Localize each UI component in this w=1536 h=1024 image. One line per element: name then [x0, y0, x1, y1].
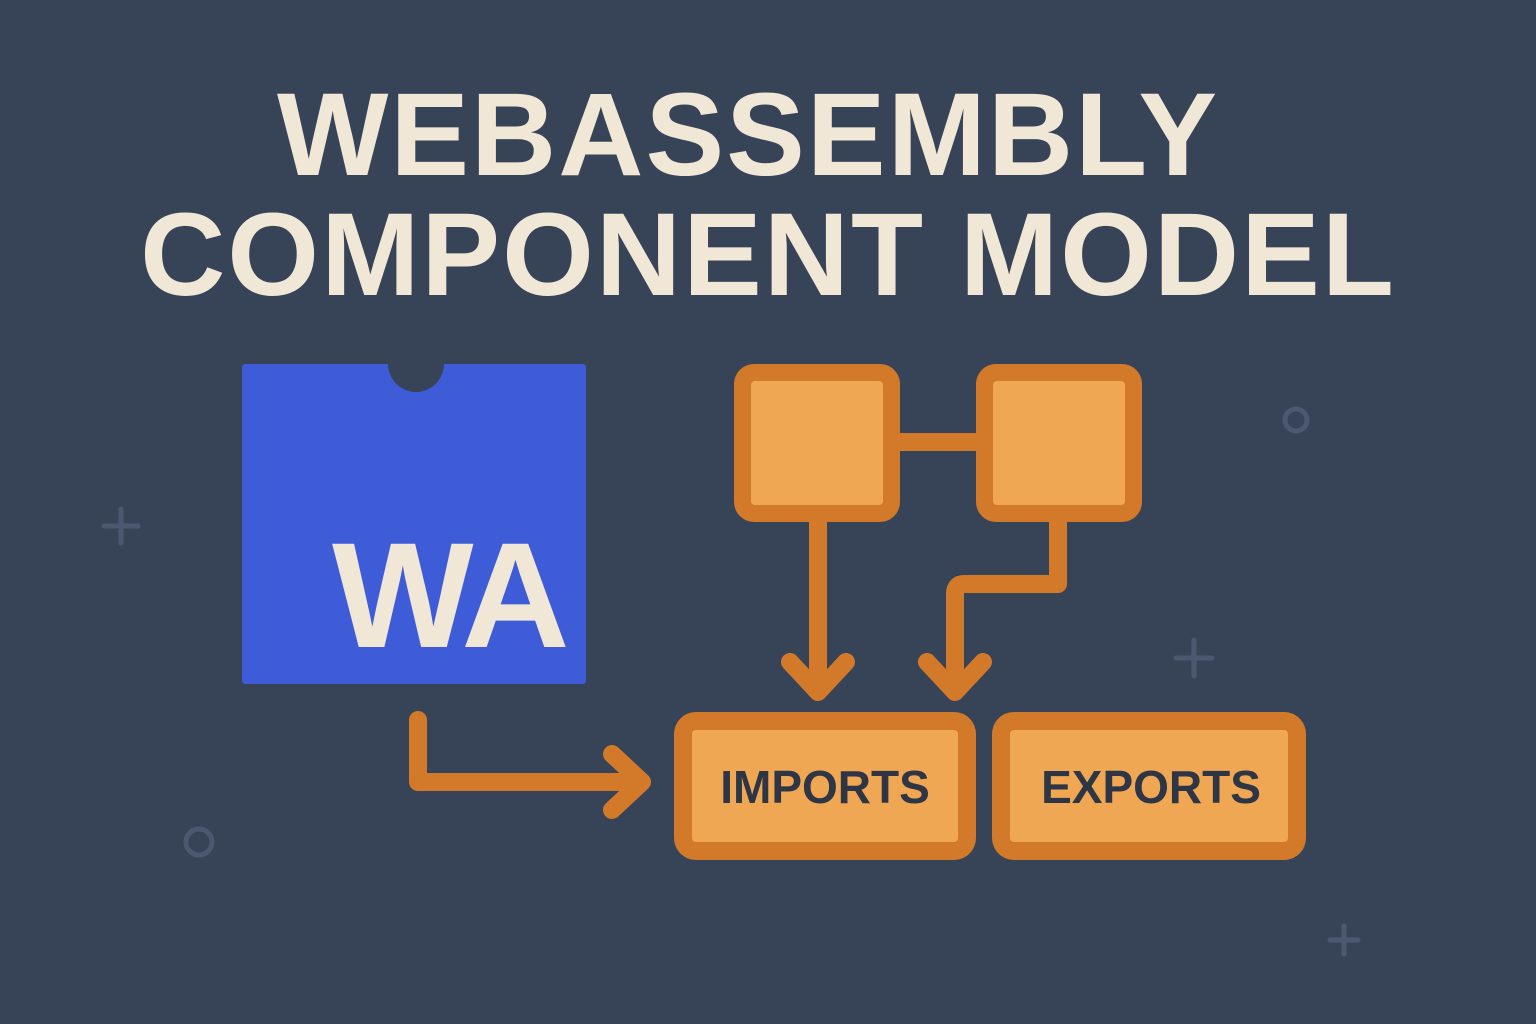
wa-logo-text: WA	[332, 511, 570, 679]
exports-label: EXPORTS	[1041, 761, 1261, 813]
plus-icon	[101, 506, 141, 546]
exports-box	[992, 712, 1306, 860]
plus-icon	[1327, 923, 1361, 957]
title-line-1: WEBASSEMBLY	[276, 69, 1220, 201]
plus-icon	[1173, 637, 1215, 679]
component-square-left	[734, 364, 900, 522]
imports-label: IMPORTS	[720, 761, 930, 813]
arrow-logo-to-imports	[409, 711, 649, 791]
decorations	[101, 406, 1361, 957]
wa-logo-square	[242, 364, 586, 684]
connectors	[409, 433, 1067, 819]
component-square-right	[976, 364, 1142, 522]
arrow-logo-to-imports-head	[603, 745, 651, 819]
imports-box	[674, 712, 976, 860]
arrow-left-to-imports-head	[781, 653, 855, 701]
title-line-2: COMPONENT MODEL	[140, 189, 1396, 321]
arrow-right-to-imports-head	[918, 653, 992, 701]
circle-icon	[1282, 406, 1310, 434]
circle-icon	[183, 826, 215, 858]
arrow-right-to-imports	[946, 513, 1067, 697]
